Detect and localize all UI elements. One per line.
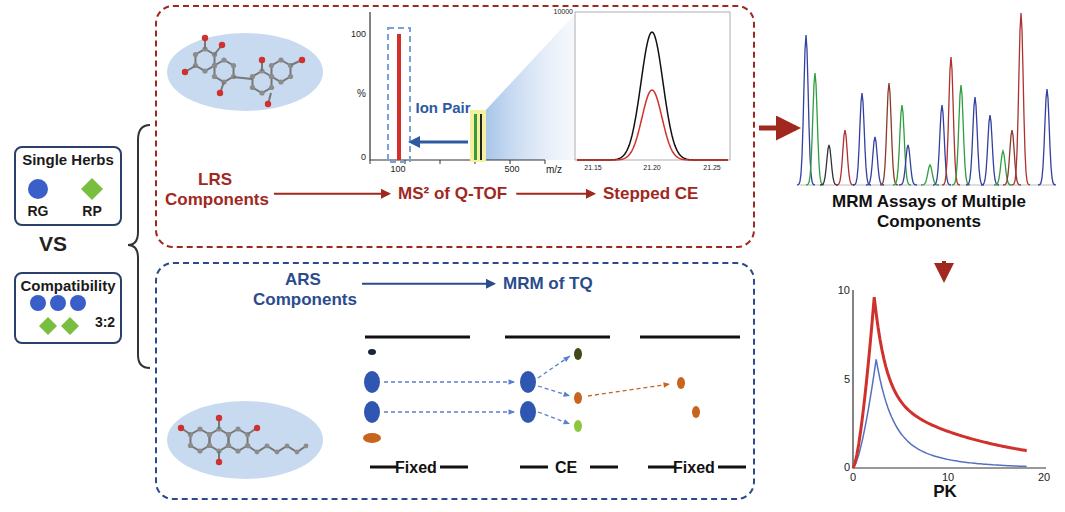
node-text: CE <box>534 459 598 477</box>
bracket <box>128 125 150 368</box>
node-text: Ion Pair <box>415 99 471 116</box>
axis-label: 21.25 <box>697 164 727 172</box>
herb-circle <box>70 295 86 311</box>
flow-arrow <box>759 126 796 131</box>
herb-box: Single HerbsRG RP <box>14 146 122 226</box>
step-label: MRM of TQ <box>498 272 598 296</box>
axis-label: 100 <box>386 165 410 175</box>
step-label: MS² of Q-TOF <box>393 182 512 206</box>
lrs-panel: Ion PairLRS Components MS² of Q-TOF Steppe… <box>155 5 755 248</box>
ms-spectrum <box>370 12 575 164</box>
herb-diamond <box>39 317 57 335</box>
step-label: ARS Components <box>248 268 358 311</box>
axis-label: 10 <box>830 284 850 296</box>
step-label: Stepped CE <box>598 182 703 206</box>
node-text: MRM of TQ <box>503 274 593 294</box>
axis-label: 10000 <box>543 8 573 16</box>
herb-circle <box>28 179 48 199</box>
axis-label: 21.15 <box>578 164 608 172</box>
node-text: LRS Components <box>165 170 265 209</box>
node-text: Fixed <box>662 459 726 477</box>
axis-label: 100 <box>340 30 366 40</box>
axis-label: 10 <box>936 471 960 483</box>
mrm-scheme <box>363 337 746 467</box>
node-text: Stepped CE <box>603 184 698 204</box>
herb-diamond <box>81 178 103 200</box>
axis-label: 500 <box>500 165 524 175</box>
axis-label: 0 <box>843 471 863 483</box>
node-text: Fixed <box>384 459 448 477</box>
step-label: LRS Components <box>160 168 270 211</box>
compatibility-box: Compatibility 3:2 <box>14 272 122 344</box>
herb-circle <box>50 295 66 311</box>
mrm-panel: MRM Assays of Multiple Components <box>800 8 1058 258</box>
axis-label: 0 <box>830 461 850 473</box>
node-text: RP <box>74 203 110 219</box>
flow-arrow <box>362 283 494 285</box>
axis-label: % <box>340 88 366 99</box>
axis-label: 21.20 <box>637 164 667 172</box>
mrm-chromatogram <box>797 13 1056 185</box>
pk-plot <box>853 290 1046 468</box>
node-text: MRM Assays of Multiple Components <box>814 192 1044 231</box>
herb-diamond <box>61 317 79 335</box>
axis-label: 5 <box>830 373 850 385</box>
molecule-figure <box>167 33 323 111</box>
flow-arrow <box>274 193 389 195</box>
herb-circle <box>30 295 46 311</box>
node-text: ARS Components <box>253 270 353 309</box>
node-text: RG <box>20 203 56 219</box>
axis-label: m/z <box>540 164 568 175</box>
node-text: Single Herbs <box>16 151 120 168</box>
flow-arrow <box>516 193 594 195</box>
node-text: 3:2 <box>90 314 120 330</box>
axis-label: 20 <box>1032 471 1056 483</box>
versus-label: VS <box>28 232 78 255</box>
axis-label: 0 <box>340 153 366 163</box>
node-text: Compatibility <box>16 277 120 294</box>
zoom-chromatogram <box>575 12 730 160</box>
molecule-figure <box>167 401 323 479</box>
ars-panel: Fixed CE Fixed ARS Components MRM of TQ <box>155 262 755 500</box>
flow-arrow <box>942 261 946 279</box>
node-text: MS² of Q-TOF <box>398 184 507 204</box>
node-text: PK <box>830 482 1060 502</box>
